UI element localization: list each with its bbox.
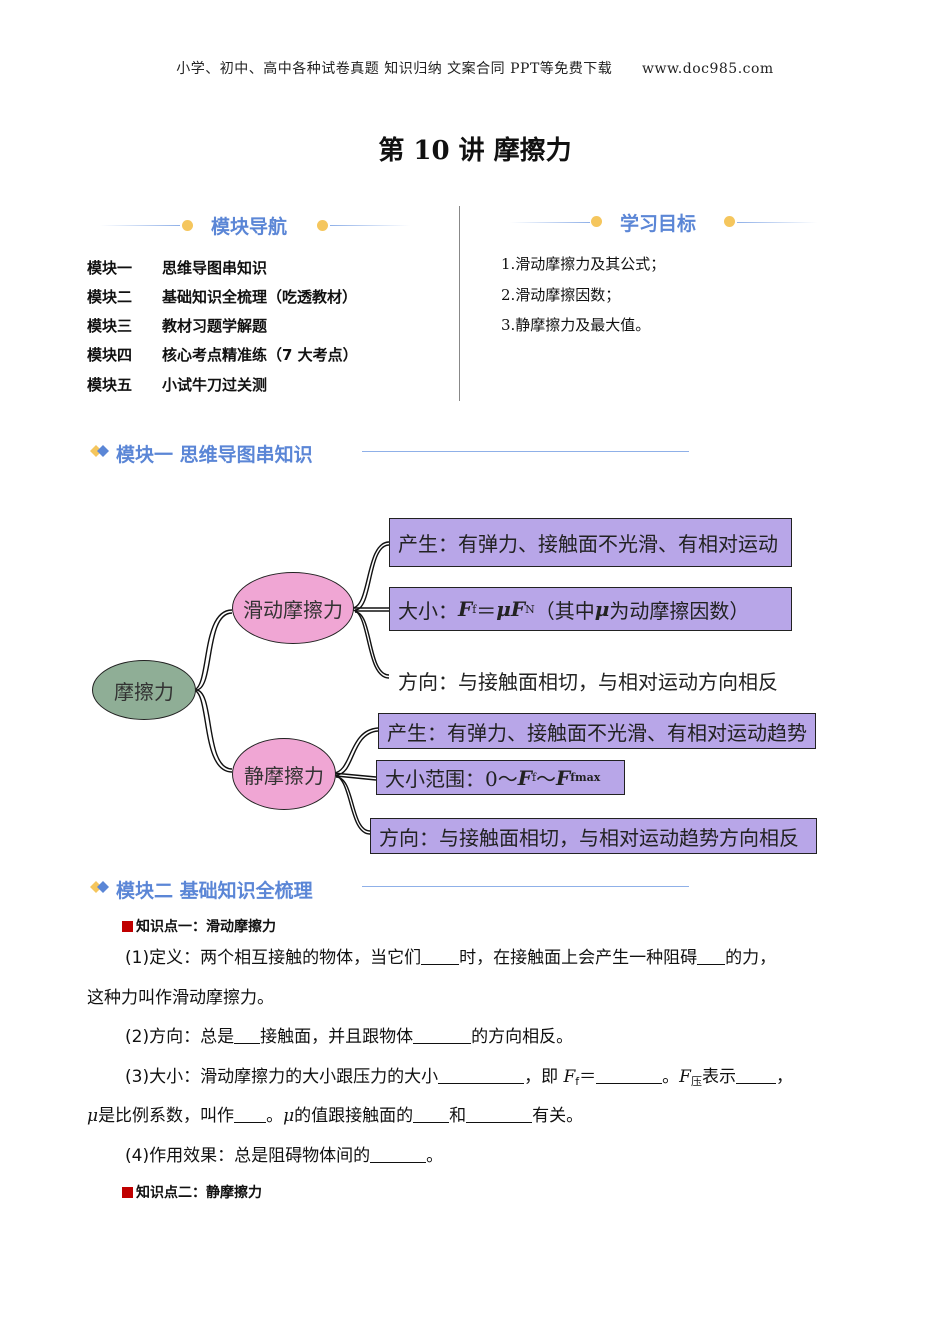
- goal-item-2: 2.滑动摩擦因数；: [501, 286, 621, 304]
- blank-field[interactable]: [596, 1069, 663, 1084]
- mindmap-root: 摩擦力: [92, 660, 196, 720]
- page-title: 第 10 讲 摩擦力: [378, 136, 572, 166]
- nav-item-1[interactable]: 模块一思维导图串知识: [87, 259, 268, 277]
- goal-line-left: [510, 222, 590, 223]
- section-diamond-icon: [90, 445, 109, 457]
- mindmap-connectors: [192, 541, 390, 835]
- kp1-definition-line2: 这种力叫作滑动摩擦力。: [87, 988, 274, 1008]
- red-square-icon: [122, 921, 133, 932]
- nav-dot-right: [317, 220, 328, 231]
- blank-field[interactable]: [421, 950, 460, 965]
- goal-item-3: 3.静摩擦力及最大值。: [501, 316, 651, 334]
- kp1-effect: (4)作用效果：总是阻碍物体间的。: [125, 1146, 444, 1166]
- goal-heading: 学习目标: [620, 213, 697, 235]
- nav-line-right: [330, 225, 410, 226]
- sliding-produce-box: 产生：有弹力、接触面不光滑、有相对运动: [389, 518, 792, 567]
- section1-heading: 模块一 思维导图串知识: [116, 444, 313, 466]
- mindmap-static-node: 静摩擦力: [232, 738, 336, 810]
- kp1-direction: (2)方向：总是接触面，并且跟物体的方向相反。: [125, 1027, 574, 1047]
- column-divider: [459, 206, 460, 401]
- red-square-icon: [122, 1187, 133, 1198]
- blank-field[interactable]: [413, 1108, 450, 1123]
- nav-line-left: [100, 225, 180, 226]
- nav-item-5[interactable]: 模块五小试牛刀过关测: [87, 376, 268, 394]
- blank-field[interactable]: [466, 1108, 533, 1123]
- header-url[interactable]: www.doc985.com: [642, 61, 774, 77]
- goal-line-right: [737, 222, 817, 223]
- blank-field[interactable]: [370, 1148, 427, 1163]
- blank-field[interactable]: [697, 950, 726, 965]
- blank-field[interactable]: [234, 1029, 261, 1044]
- goal-item-1: 1.滑动摩擦力及其公式；: [501, 255, 666, 273]
- section2-line: [362, 886, 689, 887]
- static-direction-box: 方向：与接触面相切，与相对运动趋势方向相反: [370, 818, 817, 854]
- blank-field[interactable]: [735, 1069, 776, 1084]
- kp1-size-line2: μ是比例系数，叫作。μ的值跟接触面的和有关。: [87, 1106, 584, 1126]
- kp1-title: 知识点一：滑动摩擦力: [122, 916, 276, 936]
- nav-item-3[interactable]: 模块三教材习题学解题: [87, 317, 268, 335]
- section-diamond-icon: [90, 881, 109, 893]
- kp1-size-line1: (3)大小：滑动摩擦力的大小跟压力的大小，即 Ff＝。F压表示，: [125, 1067, 793, 1088]
- section2-heading: 模块二 基础知识全梳理: [116, 880, 313, 902]
- sliding-direction-text: 方向：与接触面相切，与相对运动方向相反: [398, 670, 778, 694]
- blank-field[interactable]: [234, 1108, 267, 1123]
- nav-heading: 模块导航: [211, 216, 288, 238]
- blank-field[interactable]: [438, 1069, 525, 1084]
- nav-item-4[interactable]: 模块四核心考点精准练（7 大考点）: [87, 346, 358, 364]
- goal-dot-right: [724, 216, 735, 227]
- goal-dot-left: [591, 216, 602, 227]
- page-header: 小学、初中、高中各种试卷真题 知识归纳 文案合同 PPT等免费下载 www.do…: [0, 58, 950, 78]
- static-produce-box: 产生：有弹力、接触面不光滑、有相对运动趋势: [378, 713, 816, 749]
- kp2-title: 知识点二：静摩擦力: [122, 1182, 262, 1202]
- blank-field[interactable]: [413, 1029, 472, 1044]
- nav-item-2[interactable]: 模块二基础知识全梳理（吃透教材）: [87, 288, 358, 306]
- mindmap-sliding-node: 滑动摩擦力: [232, 572, 354, 644]
- nav-dot-left: [182, 220, 193, 231]
- kp1-definition-line1: (1)定义：两个相互接触的物体，当它们时，在接触面上会产生一种阻碍的力，: [125, 948, 777, 968]
- section1-line: [362, 451, 689, 452]
- header-text: 小学、初中、高中各种试卷真题 知识归纳 文案合同 PPT等免费下载: [176, 61, 613, 77]
